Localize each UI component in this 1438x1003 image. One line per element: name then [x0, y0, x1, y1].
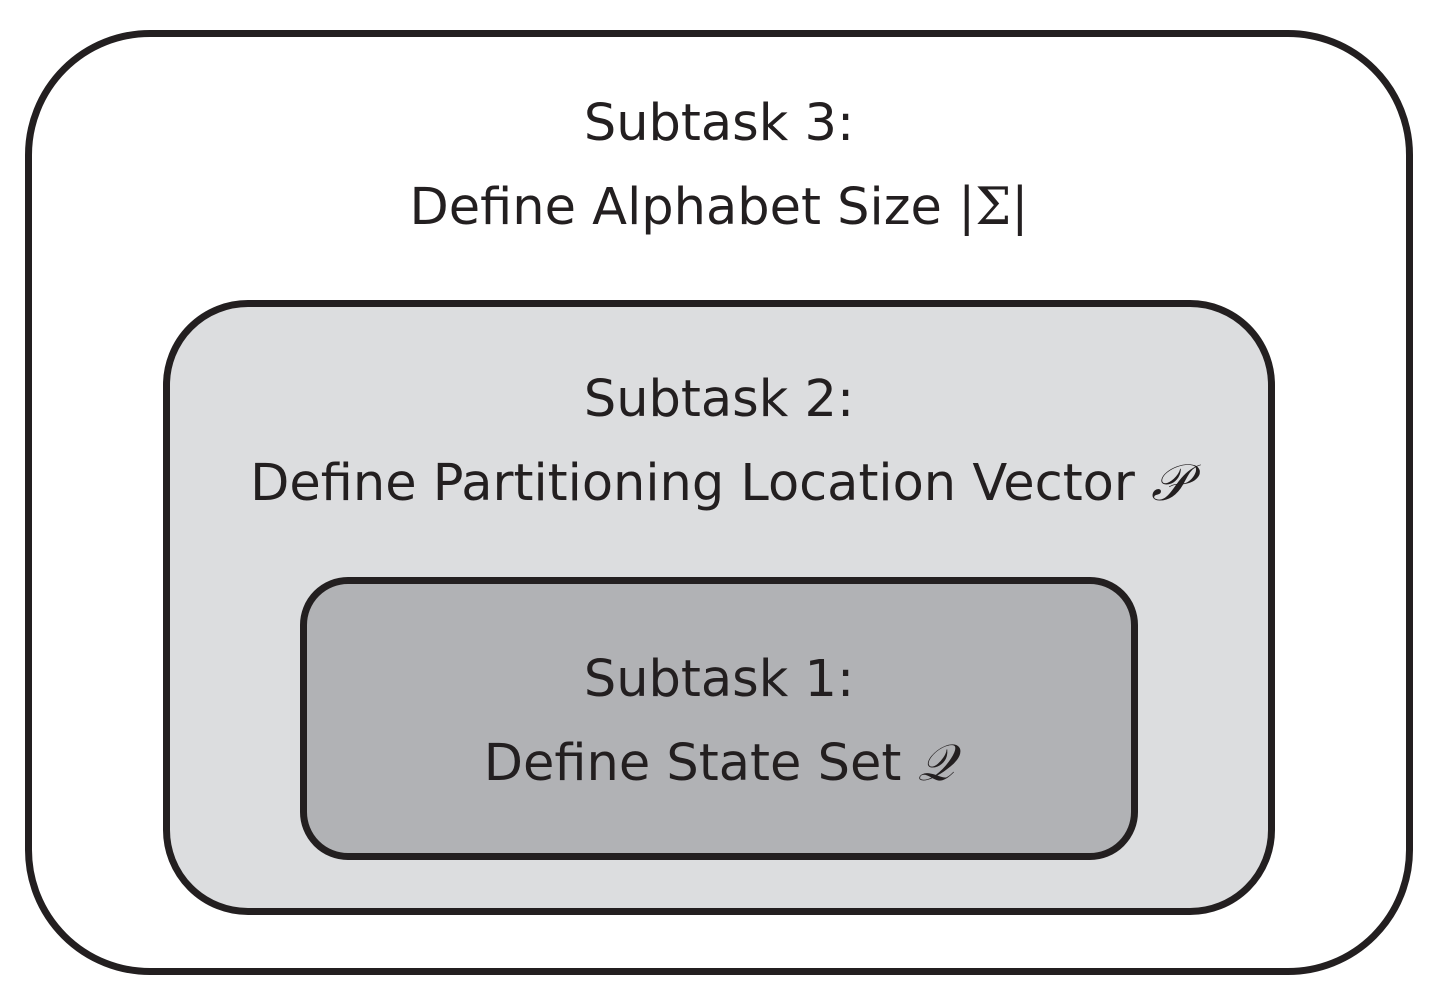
subtask-1-heading: Subtask 1: — [583, 650, 855, 709]
partitioning-vector-symbol: 𝒫 — [1151, 454, 1188, 513]
subtask-3-description-text: Define Alphabet Size — [409, 178, 959, 237]
state-set-symbol: 𝒬 — [917, 734, 955, 793]
subtask-1-box — [300, 577, 1138, 860]
subtask-1-description-text: Define State Set — [483, 734, 918, 793]
alphabet-size-symbol: |Σ| — [958, 178, 1029, 237]
subtask-3-heading: Subtask 3: — [583, 94, 855, 153]
subtask-2-description-text: Define Partitioning Location Vector — [250, 454, 1152, 513]
subtask-1-description: Define State Set 𝒬 — [0, 734, 1438, 794]
subtask-2-description: Define Partitioning Location Vector 𝒫 — [0, 454, 1438, 514]
subtask-3-description: Define Alphabet Size |Σ| — [0, 178, 1438, 238]
subtask-2-heading: Subtask 2: — [583, 370, 855, 429]
